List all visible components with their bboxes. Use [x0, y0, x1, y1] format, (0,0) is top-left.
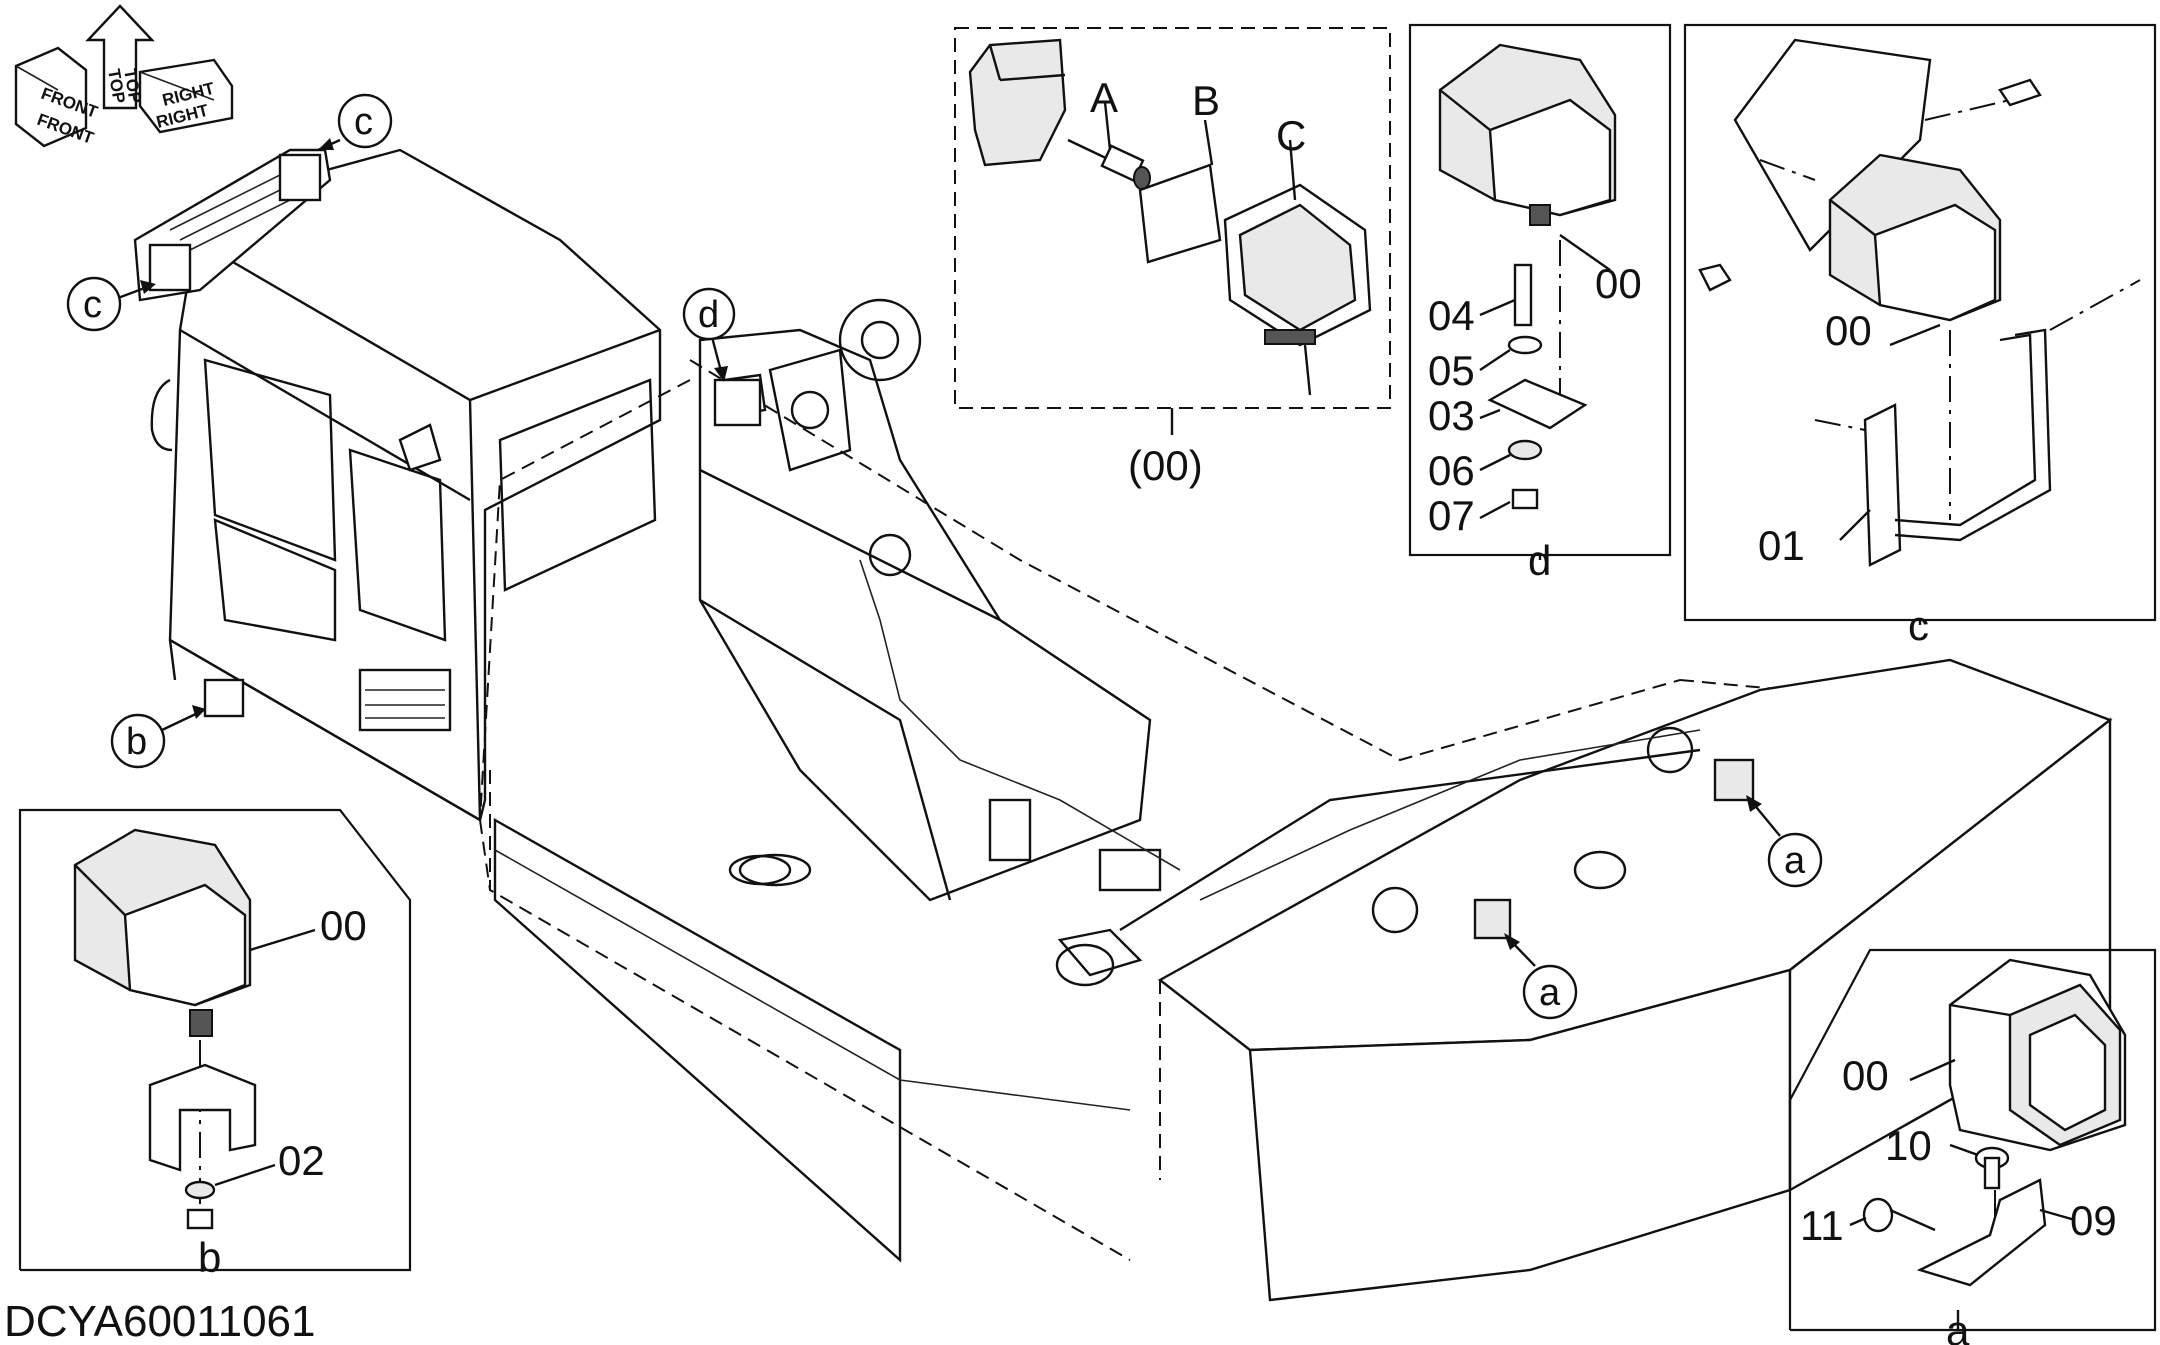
detail-b: 00 02 b: [18, 808, 412, 1281]
svg-text:a: a: [1784, 840, 1806, 882]
callout-c-left: c: [66, 276, 156, 332]
svg-text:a: a: [1539, 972, 1561, 1014]
counterweight: [1119, 658, 2113, 1302]
detail-b-label: b: [198, 1234, 221, 1281]
detail-d: 00 04 05 03 06 07 d: [1408, 23, 1672, 584]
detail-d-label: d: [1528, 537, 1551, 584]
detail-d-part-07: 07: [1428, 492, 1475, 539]
callout-b: b: [110, 705, 206, 769]
cab-lamp-b: [203, 678, 245, 718]
svg-text:d: d: [698, 294, 719, 336]
detail-a-part-11: 11: [1800, 1202, 1844, 1249]
detail-c-part-00: 00: [1825, 307, 1872, 354]
detail-d-part-04: 04: [1428, 292, 1475, 339]
frame-lamp-d: [713, 378, 762, 427]
detail-a-part-09: 09: [2070, 1197, 2117, 1244]
detail-d-part-05: 05: [1428, 347, 1475, 394]
detail-a: 00 10 11 09 a: [1788, 948, 2157, 1345]
callout-a-center: a: [1504, 933, 1578, 1020]
kit-item-b: B: [1192, 77, 1220, 124]
detail-c-label: c: [1908, 602, 1929, 649]
callout-d: d: [682, 287, 736, 382]
detail-d-part-00: 00: [1595, 260, 1642, 307]
callouts: c c d b a a: [66, 93, 1823, 1020]
center-frame: [698, 298, 1152, 902]
detail-d-part-03: 03: [1428, 392, 1475, 439]
counterweight-lamp-a1: [1713, 758, 1755, 802]
detail-b-part-00: 00: [320, 902, 367, 949]
svg-text:c: c: [354, 101, 373, 143]
roof-light-bar: [133, 148, 332, 302]
svg-text:b: b: [126, 721, 147, 763]
kit-box: (00) A B C: [954, 27, 1391, 489]
detail-c: 00 01 c: [1683, 23, 2157, 649]
kit-label: (00): [1128, 442, 1203, 489]
detail-a-label: a: [1946, 1307, 1970, 1345]
main-assembly: [133, 148, 2113, 1302]
detail-d-part-06: 06: [1428, 447, 1475, 494]
drawing-id: DCYA60011061: [4, 1297, 315, 1345]
counterweight-lamp-a2: [1473, 898, 1512, 940]
detail-a-part-00: 00: [1842, 1052, 1889, 1099]
frame-internals: [728, 559, 1701, 987]
svg-text:c: c: [83, 284, 102, 326]
detail-b-part-02: 02: [278, 1137, 325, 1184]
detail-a-part-10: 10: [1885, 1122, 1932, 1169]
callout-c-top: c: [317, 93, 393, 152]
kit-item-a: A: [1090, 74, 1118, 121]
orientation-symbol: FRONT FRONT TOP TOP RIGHT RIGHT: [14, 4, 234, 148]
callout-a-right: a: [1746, 795, 1823, 888]
detail-c-part-01: 01: [1758, 522, 1805, 569]
kit-item-c: C: [1276, 112, 1306, 159]
